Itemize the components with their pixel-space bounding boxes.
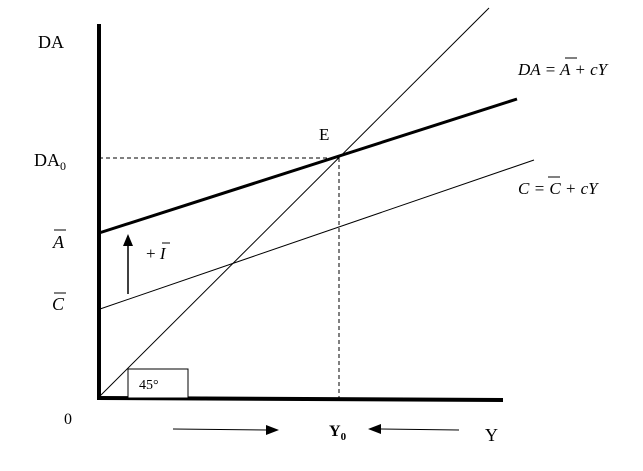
da0-label: DA0 (34, 150, 66, 173)
y0-label: Y0 (329, 423, 347, 443)
right-bottom-arrow (379, 428, 460, 431)
origin-label: 0 (64, 411, 72, 428)
da-equation: DA = A + cY (517, 60, 609, 79)
c-bar-label: C (52, 294, 65, 314)
aggregate-demand-line (98, 97, 518, 235)
investment-label: + I (146, 244, 167, 263)
consumption-line (99, 159, 535, 310)
x-axis-label: Y (485, 425, 498, 445)
angle-label: 45° (139, 378, 159, 393)
angle-box (127, 368, 189, 399)
left-bottom-arrowhead (266, 425, 279, 435)
left-bottom-arrow (172, 428, 269, 431)
y-axis-label: DA (38, 32, 64, 52)
a-bar-label: A (52, 232, 65, 252)
right-bottom-arrowhead (368, 424, 381, 434)
equilibrium-label: E (319, 125, 329, 144)
investment-arrowhead (123, 234, 133, 246)
c-equation: C = C + cY (518, 179, 599, 198)
45-degree-line (98, 7, 490, 398)
